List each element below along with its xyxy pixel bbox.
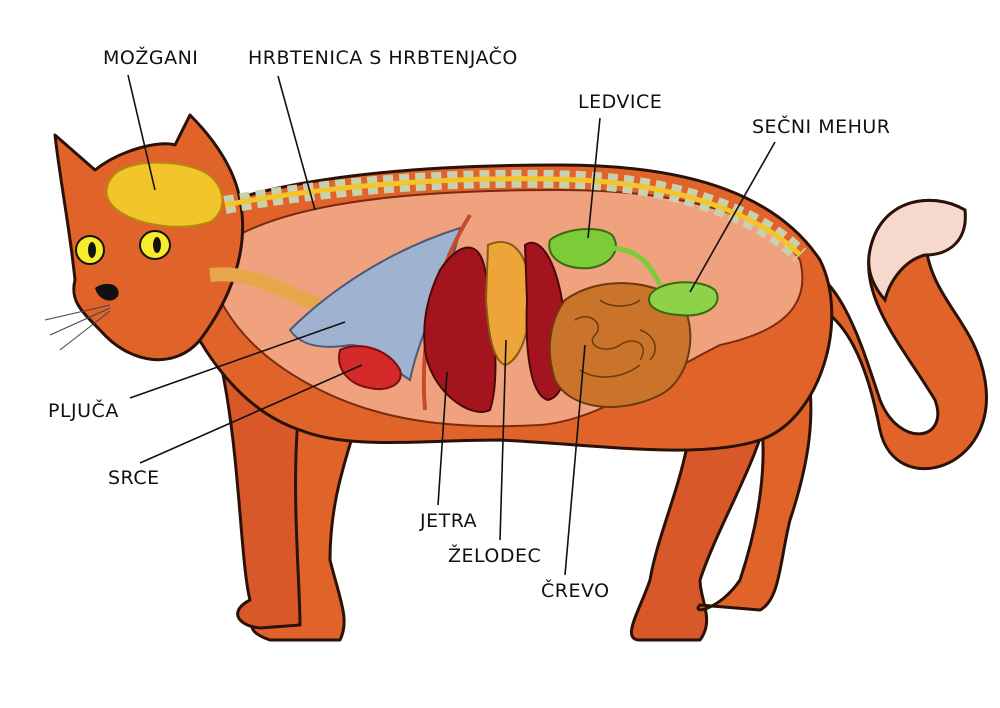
cat-nose: [95, 283, 119, 301]
leader-intestine: [564, 344, 586, 576]
intestine-coils: [574, 299, 656, 378]
leader-brain: [127, 74, 156, 191]
leader-spine: [277, 75, 316, 211]
cat-pupil: [153, 237, 161, 253]
leader-heart: [139, 364, 363, 464]
trachea: [209, 267, 333, 317]
cat-whiskers: [44, 304, 111, 351]
label-brain: MOŽGANI: [103, 46, 198, 69]
brain: [105, 161, 224, 228]
kidney: [548, 228, 617, 270]
spinal-cord: [224, 176, 802, 257]
label-kidneys: LEDVICE: [578, 91, 662, 113]
tail-tip: [867, 198, 967, 304]
label-stomach: ŽELODEC: [448, 544, 541, 567]
ureter: [611, 245, 663, 287]
leader-stomach: [499, 339, 507, 541]
leader-liver: [437, 371, 448, 506]
cat-front-leg-far: [218, 358, 302, 630]
leader-kidneys: [587, 117, 601, 239]
heart: [338, 345, 402, 390]
label-spine: HRBTENICA S HRBTENJAČO: [248, 45, 518, 69]
label-bladder: SEČNI MEHUR: [752, 114, 890, 138]
label-lungs: PLJUČA: [48, 398, 119, 422]
leader-bladder: [689, 141, 776, 293]
liver: [423, 246, 497, 413]
stomach: [484, 241, 532, 367]
bladder: [648, 281, 719, 317]
cat-pupil: [88, 242, 96, 258]
label-liver: JETRA: [419, 510, 477, 532]
leader-lungs: [129, 321, 346, 399]
label-heart: SRCE: [108, 467, 160, 489]
label-intestine: ČREVO: [541, 578, 610, 602]
